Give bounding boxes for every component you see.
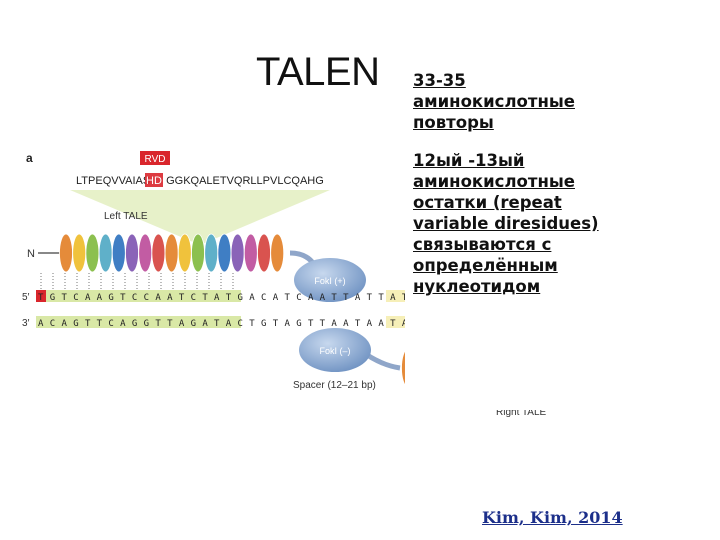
tale-repeat	[205, 234, 218, 272]
tale-repeat	[258, 234, 271, 272]
tale-repeat	[231, 234, 244, 272]
top-strand-5-label: 5′	[22, 292, 30, 303]
tale-repeat	[165, 234, 178, 272]
peptide-rvd-text: HD	[146, 175, 162, 187]
bullet-line: variable diresidues)	[413, 213, 599, 234]
foki-minus-label: FokI (–)	[319, 346, 350, 356]
spacer-label: Spacer (12–21 bp)	[293, 380, 376, 391]
tale-repeat	[244, 234, 257, 272]
bullet-line: 12ый -13ый	[413, 150, 599, 171]
tale-repeat	[271, 234, 284, 272]
bullet-line: определённым	[413, 255, 599, 276]
foki-plus-label: FokI (+)	[314, 276, 345, 286]
slide-title: TALEN	[256, 50, 379, 95]
bottom-strand-3-label: 3′	[22, 318, 30, 329]
tale-repeat	[60, 234, 73, 272]
tale-repeat	[73, 234, 86, 272]
bullet-line: аминокислотные	[413, 171, 599, 192]
tale-repeat	[152, 234, 165, 272]
bullet-line: аминокислотные	[413, 91, 575, 112]
tale-repeat	[178, 234, 191, 272]
tale-repeat	[192, 234, 205, 272]
citation: Kim, Kim, 2014	[482, 508, 623, 527]
bullet-line: повторы	[413, 112, 575, 133]
tale-repeat	[99, 234, 112, 272]
tale-repeat	[139, 234, 152, 272]
tale-repeat	[126, 234, 139, 272]
n-label-left: N	[27, 248, 35, 260]
panel-label: a	[26, 151, 33, 165]
bullet-line: нуклеотидом	[413, 276, 599, 297]
tale-repeat	[218, 234, 231, 272]
bullet-line: связываются с	[413, 234, 599, 255]
bullet-line: остатки (repeat	[413, 192, 599, 213]
bullet-line: 33-35	[413, 70, 575, 91]
rvd-label: RVD	[145, 154, 166, 165]
peptide-sequence: LTPEQVVAIASHDGGKQALETVQRLLPVLCQAHG	[76, 175, 324, 187]
left-tale-repeats	[60, 234, 284, 272]
tale-repeat	[112, 234, 125, 272]
left-tale-label: Left TALE	[104, 211, 148, 222]
tale-repeat	[86, 234, 99, 272]
